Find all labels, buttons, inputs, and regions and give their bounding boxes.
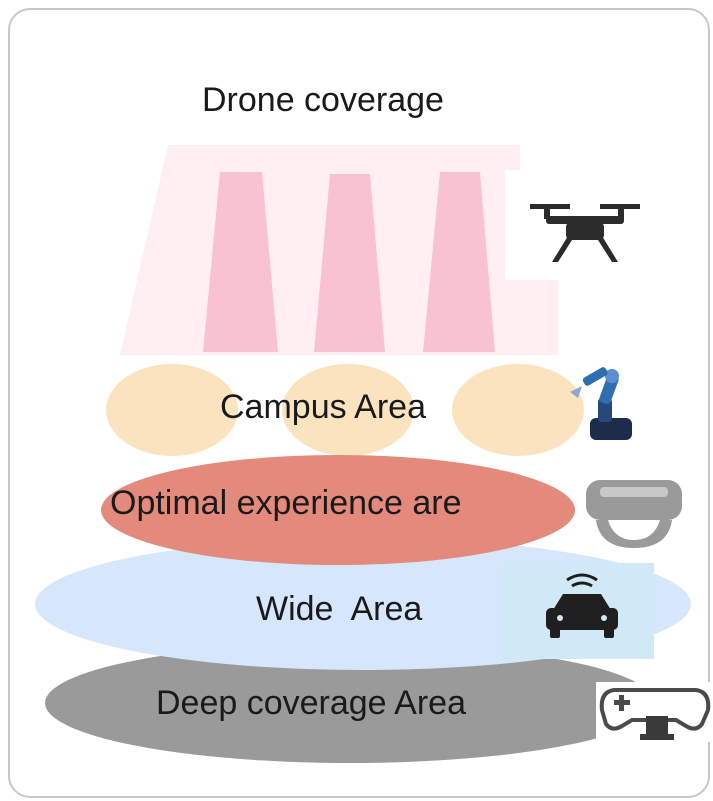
robot-arm-icon <box>570 367 632 440</box>
deep-coverage-ellipse <box>45 643 655 763</box>
drone-beam-3 <box>423 172 495 352</box>
campus-ellipse-3 <box>452 364 584 456</box>
wide-area-label: Wide Area <box>256 590 423 628</box>
drone-icon <box>530 204 640 262</box>
gamepad-icon <box>599 688 711 740</box>
optimal-experience-ellipse <box>101 455 575 565</box>
car-body <box>546 594 618 638</box>
deep-coverage-label: Deep coverage Area <box>156 684 466 722</box>
vr-headset-icon <box>586 480 682 548</box>
drone-beam-1 <box>203 172 278 352</box>
campus-area-label: Campus Area <box>220 388 426 426</box>
connected-car-icon <box>566 573 598 588</box>
optimal-experience-label: Optimal experience are <box>110 484 462 522</box>
campus-ellipse-1 <box>106 364 238 456</box>
diagram-title: Drone coverage <box>202 81 444 119</box>
campus-ellipse-2 <box>282 364 414 456</box>
drone-beam-2 <box>314 174 385 352</box>
